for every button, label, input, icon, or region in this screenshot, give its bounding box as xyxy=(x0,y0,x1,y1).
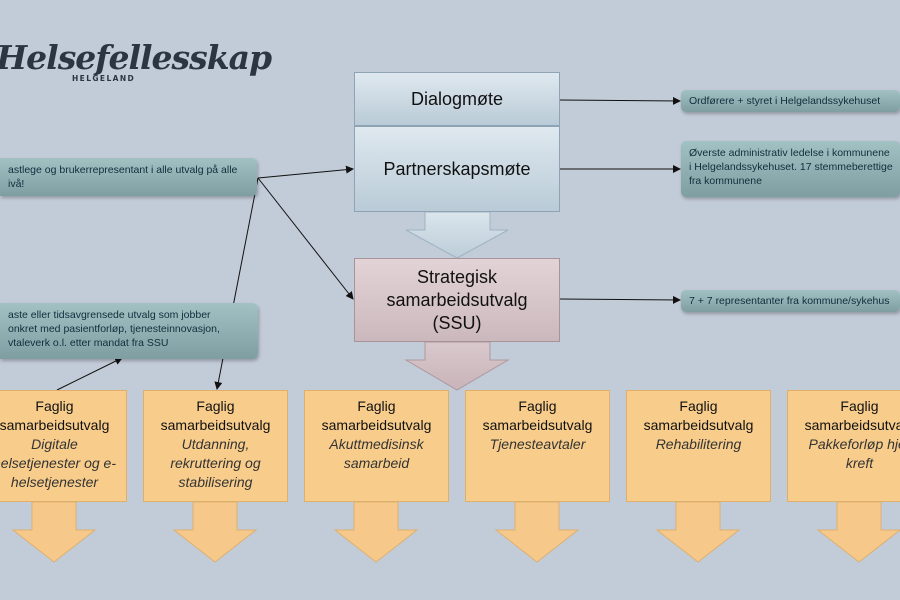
faglig-label-1: Faglig xyxy=(35,398,74,414)
faglig-name-line: helsetjenester og e- xyxy=(0,455,116,471)
faglig-name-line: Rehabilitering xyxy=(655,436,742,452)
note-overste-line-1: Øverste administrativ ledelse i kommunen… xyxy=(689,147,890,159)
line-faglig-1-to-note xyxy=(56,357,123,391)
faglig-name-line: kreft xyxy=(845,455,874,471)
faglig-name-line: Digitale xyxy=(31,436,78,452)
faglig-label-1: Faglig xyxy=(840,398,879,414)
dialogmote-label: Dialogmøte xyxy=(410,88,504,109)
note-representanter: 7 + 7 representanter fra kommune/sykehus xyxy=(681,290,900,312)
note-overste-ledelse: Øverste administrativ ledelse i kommunen… xyxy=(681,141,900,197)
faglig-down-arrow-2 xyxy=(172,501,258,563)
faglig-label-2: samarbeidsutvalg xyxy=(160,417,271,433)
faglig-down-arrow-3 xyxy=(333,501,419,563)
note-fastlege: astlege og brukerrepresentant i alle utv… xyxy=(0,158,257,196)
note-ordforere-text: Ordførere + styret i Helgelandssykehuset xyxy=(689,95,881,107)
partnerskapsmote-box: Partnerskapsmøte xyxy=(354,126,560,212)
note-faste-utvalg: aste eller tidsavgrensede utvalg som job… xyxy=(0,303,258,359)
arrow-ssu-to-faglig xyxy=(404,341,510,391)
faglig-label-1: Faglig xyxy=(196,398,235,414)
faglig-down-arrow-4 xyxy=(494,501,580,563)
note-faste-line-1: aste eller tidsavgrensede utvalg som job… xyxy=(8,309,211,321)
dialogmote-box: Dialogmøte xyxy=(354,72,560,126)
faglig-name-line: Akuttmedisinsk xyxy=(329,436,424,452)
ssu-label-line-2: samarbeidsutvalg xyxy=(386,289,528,310)
faglig-label-1: Faglig xyxy=(357,398,396,414)
note-faste-line-2: onkret med pasientforløp, tjenesteinnova… xyxy=(8,323,220,335)
note-overste-line-3: fra kommunene xyxy=(689,175,762,187)
faglig-down-arrow-6 xyxy=(816,501,900,563)
faglig-down-arrow-5 xyxy=(655,501,741,563)
faglig-label-2: samarbeidsutvalg xyxy=(0,417,110,433)
ssu-label-line-3: (SSU) xyxy=(432,312,482,333)
note-fastlege-line-2: ivå! xyxy=(8,178,25,190)
note-ordforere: Ordførere + styret i Helgelandssykehuset xyxy=(681,90,900,112)
faglig-label-2: samarbeidsutvalg xyxy=(804,417,900,433)
logo-wordmark: Helsefellesskap xyxy=(0,38,272,77)
line-ssu-to-note xyxy=(559,295,681,304)
ssu-label-line-1: Strategisk xyxy=(416,266,498,287)
line-hub-to-ssu xyxy=(257,177,354,300)
note-fastlege-line-1: astlege og brukerrepresentant i alle utv… xyxy=(8,164,238,176)
logo-subtitle: HELGELAND xyxy=(72,74,136,83)
arrow-partner-to-ssu xyxy=(405,211,509,259)
faglig-down-arrow-1 xyxy=(11,501,97,563)
partnerskapsmote-label: Partnerskapsmøte xyxy=(383,158,531,179)
ssu-box: Strategisk samarbeidsutvalg (SSU) xyxy=(354,258,560,342)
faglig-label-2: samarbeidsutvalg xyxy=(321,417,432,433)
line-dialog-to-note xyxy=(559,96,681,105)
line-hub-to-partner xyxy=(257,165,354,179)
faglig-label-1: Faglig xyxy=(679,398,718,414)
faglig-name-line: Pakkeforløp hjer xyxy=(808,436,900,452)
faglig-label-2: samarbeidsutvalg xyxy=(643,417,754,433)
note-faste-line-3: vtaleverk o.l. etter mandat fra SSU xyxy=(8,337,169,349)
faglig-name-line: Utdanning, xyxy=(181,436,250,452)
faglig-box-6: Faglig samarbeidsutvalgPakkeforløp hjer kr… xyxy=(787,390,900,502)
faglig-name-line: helsetjenester xyxy=(10,474,99,490)
faglig-name-line: Tjenesteavtaler xyxy=(489,436,586,452)
faglig-name-line: stabilisering xyxy=(178,474,253,490)
faglig-label-2: samarbeidsutvalg xyxy=(482,417,593,433)
faglig-name-line: rekruttering og xyxy=(170,455,261,471)
note-overste-line-2: i Helgelandssykehuset. 17 stemmeberettig… xyxy=(689,161,893,173)
note-representanter-text: 7 + 7 representanter fra kommune/sykehus xyxy=(689,295,890,307)
faglig-label-1: Faglig xyxy=(518,398,557,414)
helsefellesskap-logo: Helsefellesskap HELGELAND xyxy=(0,38,272,84)
faglig-name-line: samarbeid xyxy=(343,455,410,471)
